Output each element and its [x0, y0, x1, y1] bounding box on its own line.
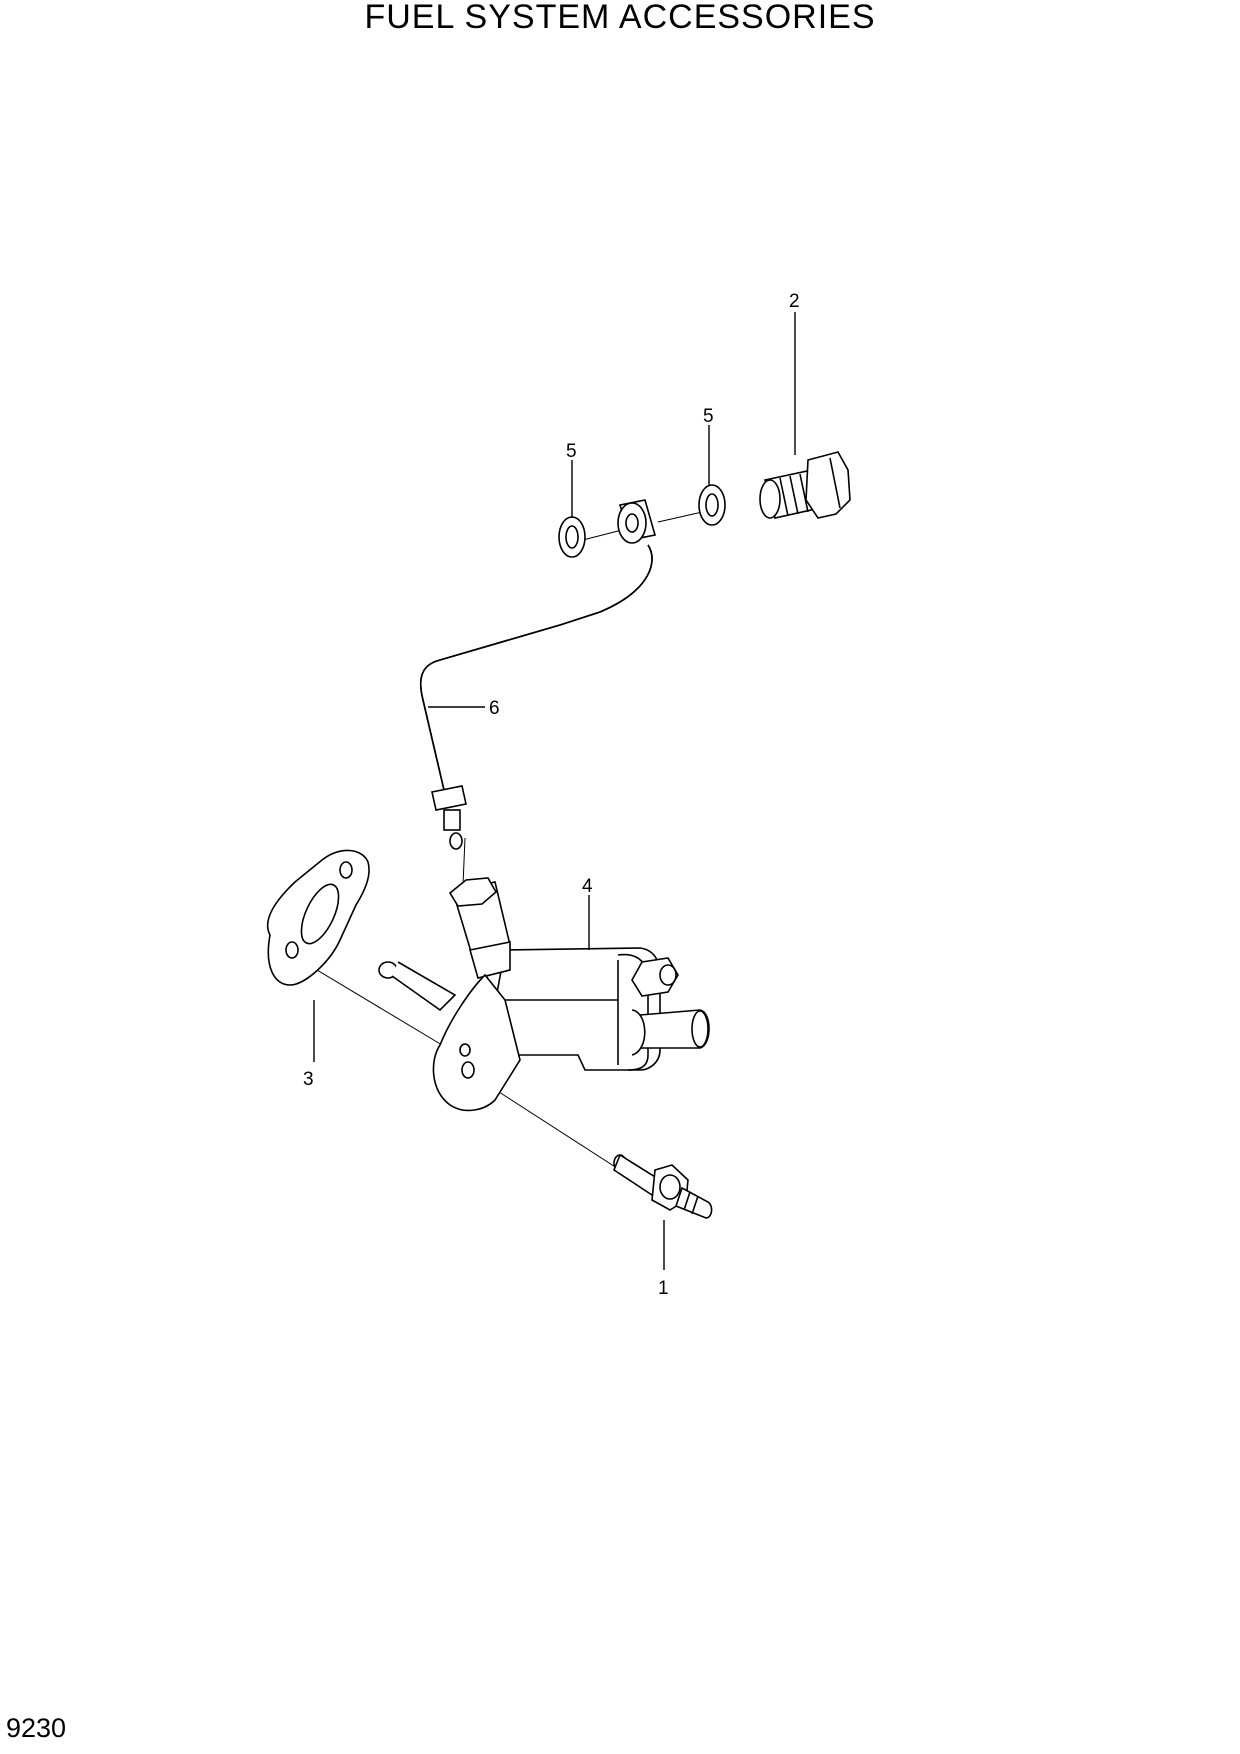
callout-1: 1 [658, 1278, 669, 1299]
fuel-pump [378, 877, 710, 1112]
banjo-bolt [759, 451, 851, 519]
washer-left [558, 516, 586, 558]
callout-5-left: 5 [566, 441, 577, 462]
page-number: 9230 [6, 1713, 67, 1743]
callout-2: 2 [789, 291, 800, 312]
gasket [266, 849, 370, 986]
callout-6: 6 [489, 698, 500, 719]
callout-3: 3 [303, 1069, 314, 1090]
callout-4: 4 [582, 876, 593, 897]
washer-right [698, 484, 726, 526]
fuel-pipe [419, 544, 653, 850]
stud-bolt [613, 1153, 713, 1219]
callout-leaders [313, 312, 796, 1270]
page-title: FUEL SYSTEM ACCESSORIES [364, 0, 876, 36]
banjo-eye [617, 499, 657, 544]
callout-5-right: 5 [703, 406, 714, 427]
